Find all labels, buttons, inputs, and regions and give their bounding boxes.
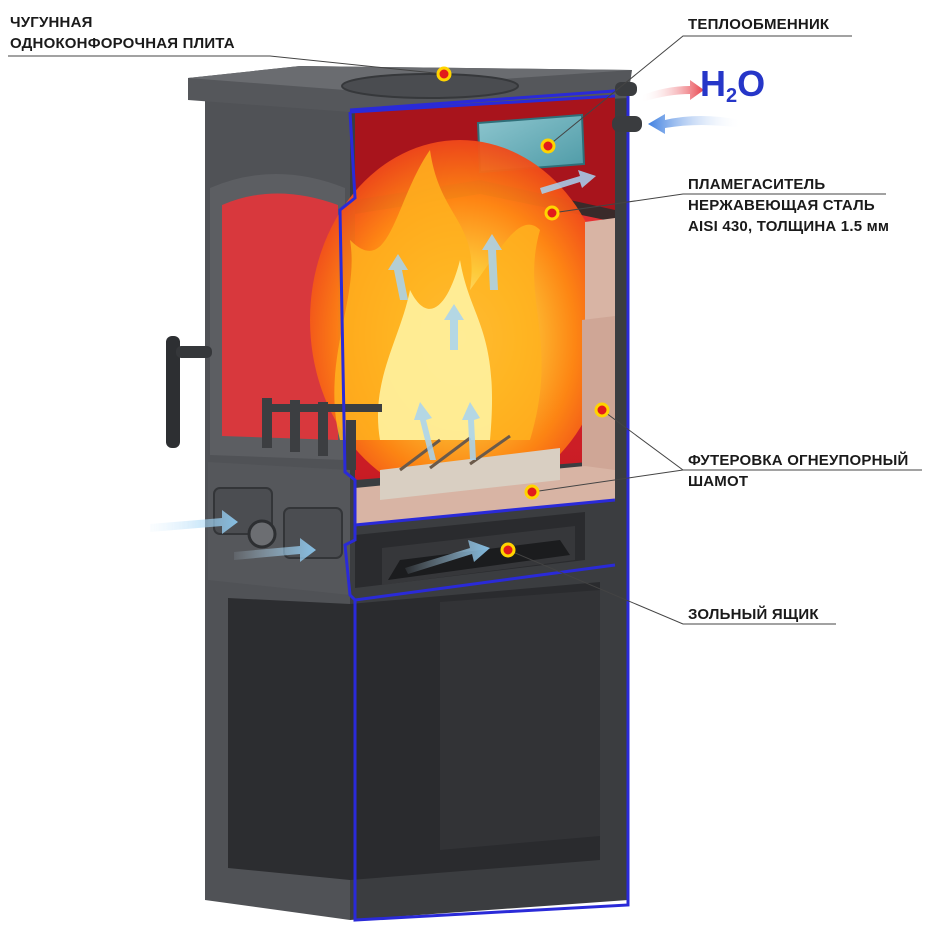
label-ash-box: ЗОЛЬНЫЙ ЯЩИК <box>688 606 819 623</box>
cutaway-outline <box>338 88 630 922</box>
cutaway-divider-1 <box>354 498 616 527</box>
label-heat-exchanger: ТЕПЛООБМЕННИК <box>688 16 830 33</box>
firewood-pile <box>380 448 560 500</box>
grate-bars <box>262 398 382 470</box>
log-stripes <box>399 434 511 472</box>
door-glass <box>222 193 338 440</box>
water-symbol: H2O <box>700 63 766 108</box>
flame-core <box>377 260 493 440</box>
marker-cooktop <box>436 66 452 82</box>
marker-lining-floor <box>524 484 540 500</box>
hot-air-arrows <box>388 170 596 460</box>
marker-heat-exchanger <box>540 138 556 154</box>
cutaway-divider-2 <box>354 563 616 602</box>
burner-ring <box>341 73 519 99</box>
marker-flame-arrester <box>544 205 560 221</box>
door-handle-bracket <box>176 346 212 358</box>
marker-points <box>436 66 610 558</box>
marker-ash-box <box>500 542 516 558</box>
label-flame-arrester: ПЛАМЕГАСИТЕЛЬ НЕРЖАВЕЮЩАЯ СТАЛЬ AISI 430… <box>688 176 890 235</box>
water-inlet-pipe <box>612 116 642 132</box>
cold-water-arrow <box>648 114 742 134</box>
label-lining: ФУТЕРОВКА ОГНЕУПОРНЫЙ ШАМОТ <box>688 452 909 490</box>
marker-lining-wall <box>594 402 610 418</box>
lining-right-face <box>582 316 615 474</box>
door-handle[interactable] <box>166 336 180 448</box>
leader-lines <box>8 35 922 625</box>
label-cooktop: ЧУГУННАЯ ОДНОКОНФОРОЧНАЯ ПЛИТА <box>10 14 235 52</box>
air-flow-arrows <box>150 510 490 574</box>
hot-water-arrow <box>640 80 704 102</box>
storage-niche <box>228 598 350 880</box>
air-regulator-knob[interactable] <box>247 519 277 549</box>
cutaway-divider-top <box>349 94 616 114</box>
air-vent-right[interactable] <box>283 507 343 559</box>
ash-pile <box>388 540 570 580</box>
storage-niche-inner <box>440 590 600 850</box>
water-outlet-pipe <box>615 82 637 96</box>
